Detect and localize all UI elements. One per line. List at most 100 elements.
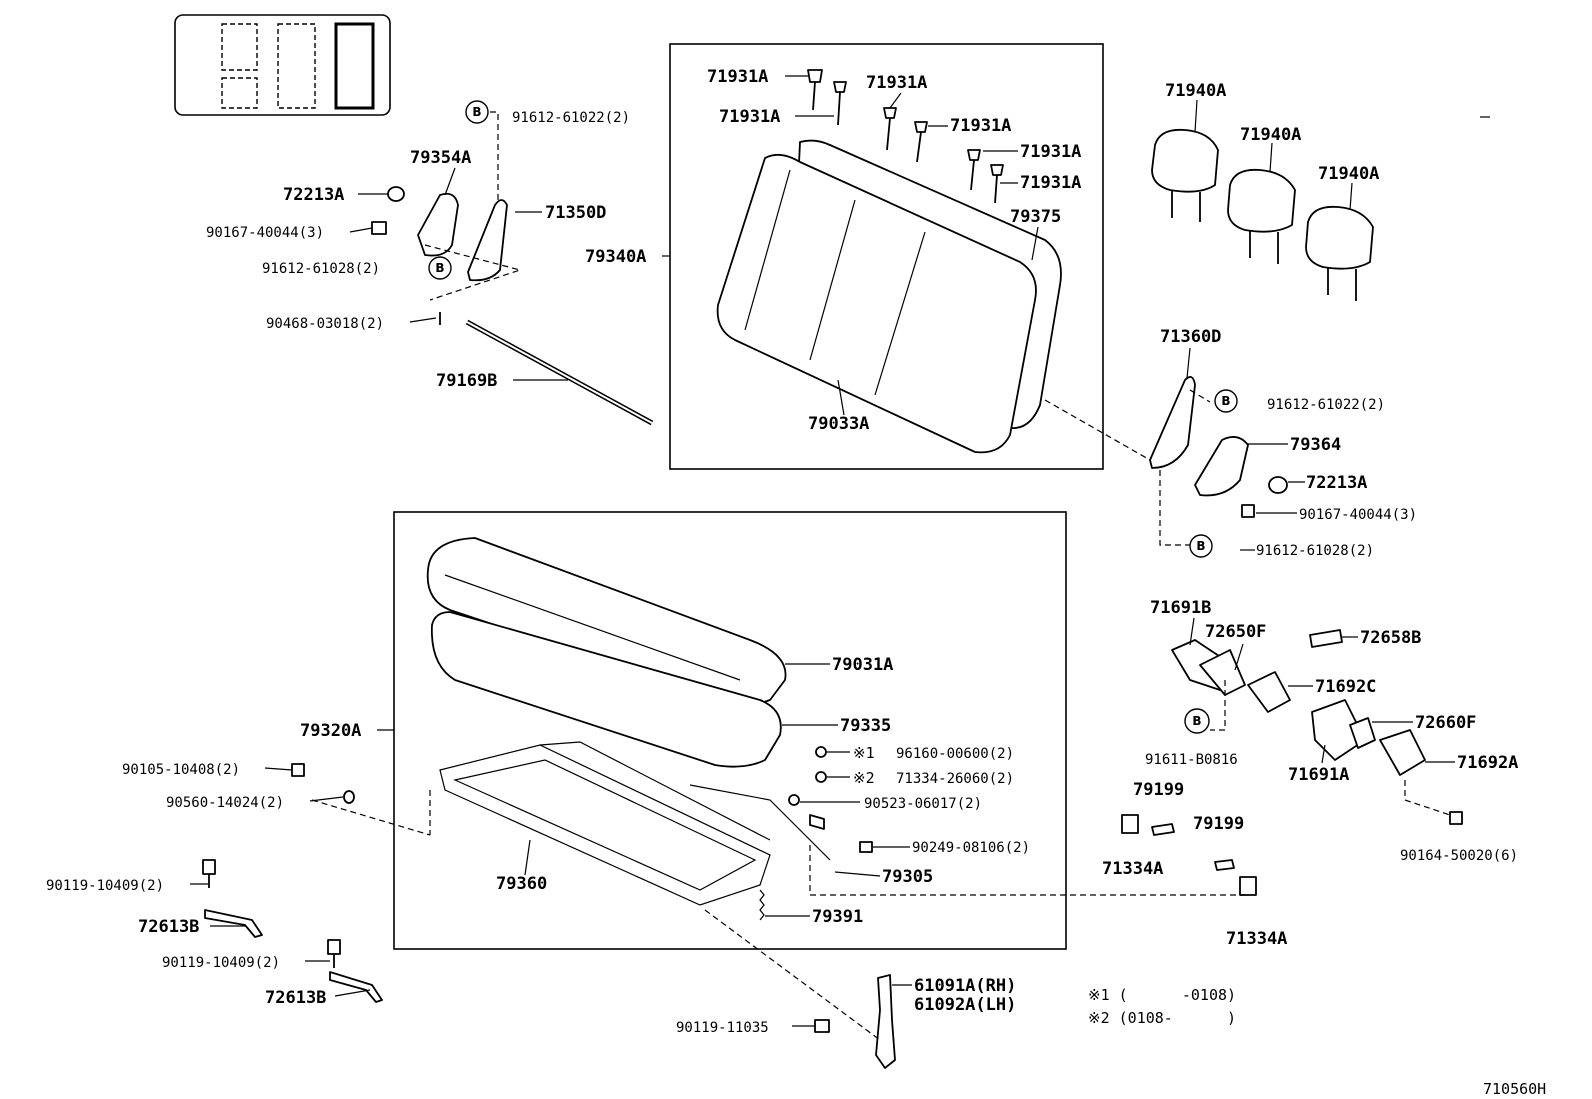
- washer-90560-14024: [343, 790, 355, 804]
- label-72213A-left: 72213A: [283, 185, 344, 205]
- label-71360D: 71360D: [1160, 327, 1221, 347]
- label-71940A-3: 71940A: [1318, 164, 1379, 184]
- part-72658B: [1309, 629, 1343, 648]
- label-mark-1: ※1: [853, 744, 875, 762]
- label-71940A-1: 71940A: [1165, 81, 1226, 101]
- bolt-90119-11035: [814, 1019, 830, 1033]
- cushion-79335: [430, 611, 782, 768]
- label-71931A-5: 71931A: [1020, 142, 1081, 162]
- label-90167-40044-left: 90167-40044(3): [206, 225, 324, 241]
- latch-71692C: [1247, 671, 1291, 713]
- label-71931A-3: 71931A: [719, 107, 780, 127]
- label-61092A: 61092A(LH): [914, 995, 1016, 1015]
- label-90164-50020: 90164-50020(6): [1400, 848, 1518, 864]
- hinge-71350D: [467, 199, 508, 282]
- label-79354A: 79354A: [410, 148, 471, 168]
- part-79199-2: [1214, 859, 1235, 871]
- handle-72613B-1: [204, 909, 263, 938]
- label-90560-14024: 90560-14024(2): [166, 795, 284, 811]
- part-labels: 91612-61022(2) 79354A 71350D 72213A 9016…: [46, 67, 1546, 1098]
- b-marker-left: B: [428, 256, 452, 280]
- label-79320A: 79320A: [300, 721, 361, 741]
- label-91612-61022-right: 91612-61022(2): [1267, 397, 1385, 413]
- label-71334-26060: 71334-26060(2): [896, 771, 1014, 787]
- label-79031A: 79031A: [832, 655, 893, 675]
- clips-right: [788, 746, 873, 853]
- bracket-61091A-61092A: [875, 974, 896, 1069]
- label-90249-08106: 90249-08106(2): [912, 840, 1030, 856]
- label-71931A-2: 71931A: [866, 73, 927, 93]
- b-marker-right-top: B: [1214, 389, 1238, 413]
- label-79364: 79364: [1290, 435, 1341, 455]
- frame-79360: [439, 741, 771, 906]
- rod-79169B: [465, 319, 654, 426]
- b-marker-latch: B: [1184, 708, 1210, 734]
- label-96160-00600: 96160-00600(2): [896, 746, 1014, 762]
- label-90523-06017: 90523-06017(2): [864, 796, 982, 812]
- svg-text:B: B: [435, 261, 444, 275]
- bolt-90119-10409-1: [202, 859, 216, 888]
- svg-text:B: B: [1221, 394, 1230, 408]
- label-71931A-1: 71931A: [707, 67, 768, 87]
- label-71691B: 71691B: [1150, 598, 1211, 618]
- label-72613B-2: 72613B: [265, 988, 326, 1008]
- bolt-90164-50020: [1449, 811, 1463, 825]
- label-79340A: 79340A: [585, 247, 646, 267]
- rod-79305: [689, 784, 831, 861]
- bolt-90167-40044-right: [1241, 504, 1255, 518]
- handle-72613B-2: [329, 971, 383, 1003]
- note-serial-2: ※2 (0108- ): [1088, 1009, 1236, 1027]
- leader-lines: [190, 75, 1490, 1027]
- label-90119-10409-2: 90119-10409(2): [162, 955, 280, 971]
- bracket-79354A: [417, 192, 459, 257]
- cap-72213A-left: [387, 186, 405, 202]
- label-90167-40044-right: 90167-40044(3): [1299, 507, 1417, 523]
- svg-text:B: B: [1192, 714, 1201, 728]
- label-79375: 79375: [1010, 207, 1061, 227]
- label-79305: 79305: [882, 867, 933, 887]
- screw-71931A-group: [807, 69, 1004, 204]
- bolt-90167-40044-left: [371, 221, 387, 235]
- note-serial-1: ※1 ( -0108): [1088, 986, 1236, 1004]
- seat-back-79033A: [716, 153, 1037, 454]
- label-71691A: 71691A: [1288, 765, 1349, 785]
- label-90119-10409-1: 90119-10409(2): [46, 878, 164, 894]
- hinge-71360D: [1149, 376, 1196, 469]
- label-72650F: 72650F: [1205, 622, 1266, 642]
- bolt-90119-10409-2: [327, 939, 341, 968]
- part-71334A-1: [1121, 814, 1139, 834]
- label-91612-61022-top: 91612-61022(2): [512, 110, 630, 126]
- label-79199-1: 79199: [1133, 780, 1184, 800]
- label-61091A: 61091A(RH): [914, 976, 1016, 996]
- label-79169B: 79169B: [436, 371, 497, 391]
- latch-71691A: [1311, 699, 1366, 761]
- label-71334A-1: 71334A: [1102, 859, 1163, 879]
- label-71931A-6: 71931A: [1020, 173, 1081, 193]
- label-72213A-right: 72213A: [1306, 473, 1367, 493]
- seat-layout-icon: [174, 14, 391, 116]
- label-91611-B0816: 91611-B0816: [1145, 752, 1238, 768]
- label-71334A-2: 71334A: [1226, 929, 1287, 949]
- cap-72213A-right: [1268, 476, 1288, 494]
- label-79033A: 79033A: [808, 414, 869, 434]
- label-72613B-1: 72613B: [138, 917, 199, 937]
- illustration-code: 710560H: [1483, 1080, 1546, 1098]
- latch-72660F: [1349, 717, 1376, 749]
- label-72660F: 72660F: [1415, 713, 1476, 733]
- label-79199-2: 79199: [1193, 814, 1244, 834]
- spring-79391: [759, 889, 765, 921]
- label-79360: 79360: [496, 874, 547, 894]
- label-91612-61028-right: 91612-61028(2): [1256, 543, 1374, 559]
- label-79335: 79335: [840, 716, 891, 736]
- label-90119-11035: 90119-11035: [676, 1020, 769, 1036]
- label-71931A-4: 71931A: [950, 116, 1011, 136]
- label-91612-61028-left: 91612-61028(2): [262, 261, 380, 277]
- label-90468-03018: 90468-03018(2): [266, 316, 384, 332]
- headrest-71940A-2: [1227, 168, 1296, 264]
- svg-text:B: B: [472, 105, 481, 119]
- label-71940A-2: 71940A: [1240, 125, 1301, 145]
- label-71692C: 71692C: [1315, 677, 1376, 697]
- bolt-90105-10408: [291, 763, 305, 777]
- latch-72650F: [1199, 649, 1246, 696]
